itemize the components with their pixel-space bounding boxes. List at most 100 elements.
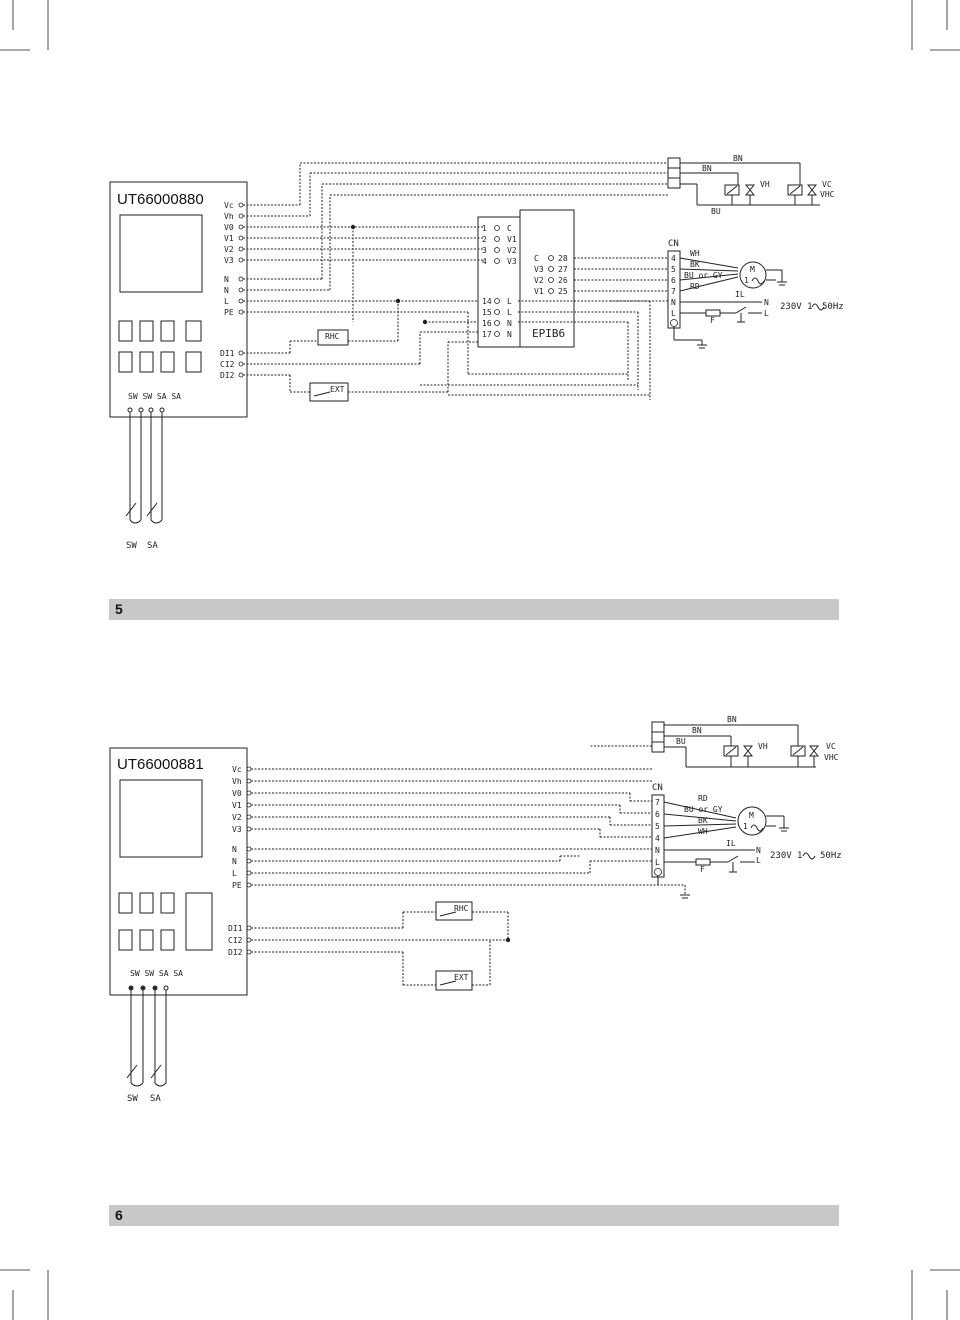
terminal-pe: PE (224, 308, 234, 317)
cn-pin-7: 7 (671, 287, 676, 296)
terminal-v0: V0 (224, 223, 234, 232)
board-label-l2: L (507, 308, 512, 317)
input-di2: DI2 (220, 371, 235, 380)
supply-label-2: 230V (770, 851, 792, 861)
terminal2-l: L (232, 869, 237, 878)
terminal-n2: N (224, 286, 229, 295)
freq-label: 50Hz (822, 302, 844, 312)
board-r-27: 27 (558, 265, 568, 274)
valve-header-block (667, 157, 820, 206)
terminal2-v0: V0 (232, 789, 242, 798)
board-label-c: C (507, 224, 512, 233)
motor2-m-label: M (749, 811, 754, 820)
board-r-28: 28 (558, 254, 568, 263)
bu2-label: BU (676, 737, 686, 746)
sensor-wires-2 (126, 985, 169, 1087)
board-label-n1: N (507, 319, 512, 328)
motor-ph-label: 1 (744, 276, 749, 285)
diagram-ut66000880: UT66000880 Vc Vh V0 V1 V2 V3 N N L PE DI… (109, 154, 844, 551)
terminal-v1: V1 (224, 234, 234, 243)
board-label-v1: V1 (507, 235, 517, 244)
l-label-2: L (756, 856, 761, 865)
wire2-wh: WH (698, 827, 708, 836)
terminal2-pe: PE (232, 881, 242, 890)
freq-label-2: 50Hz (820, 851, 842, 861)
n-label-2: N (756, 846, 761, 855)
bn-label-2: BN (702, 164, 712, 173)
valve-header-block-2 (651, 721, 820, 768)
board-pin-15: 15 (482, 308, 492, 317)
bn-label-1: BN (733, 154, 743, 163)
motor-ground (766, 269, 787, 286)
board-r-25: 25 (558, 287, 568, 296)
cn2-pin-l: L (655, 858, 660, 867)
diagram-ut66000881: UT66000881 Vc Vh V0 V1 V2 V3 N N L PE DI… (109, 715, 842, 1104)
wire-bu-gy: BU or GY (684, 271, 723, 280)
board-label-v2: V2 (507, 246, 517, 255)
terminal2-v3: V3 (232, 825, 242, 834)
terminal2-n1: N (232, 845, 237, 854)
terminal-l: L (224, 297, 229, 306)
terminal-v2: V2 (224, 245, 234, 254)
rhc-contact-2 (435, 901, 473, 921)
il-label-2: IL (726, 839, 736, 848)
board-pin-2: 2 (482, 235, 487, 244)
epib6-terminals: 1 2 3 4 14 15 16 17 C V1 V2 V3 L L N N C… (482, 224, 568, 340)
rhc-contact (317, 329, 349, 346)
terminal2-vh: Vh (232, 777, 242, 786)
board-r-c: C (534, 254, 539, 263)
sensor-header-2: SW SW SA SA (130, 969, 183, 978)
cn-pin-l: L (671, 309, 676, 318)
controller-buttons (118, 320, 202, 373)
cn-pin-4: 4 (671, 254, 676, 263)
wire2-bk: BK (698, 816, 708, 825)
junction-dots (350, 224, 428, 325)
board-pin-1: 1 (482, 224, 487, 233)
terminal2-n2: N (232, 857, 237, 866)
cn-label: CN (668, 239, 679, 249)
motor-m-label: M (750, 265, 755, 274)
input-ci2: CI2 (220, 360, 235, 369)
controller-terminals: Vc Vh V0 V1 V2 V3 N N L PE DI1 CI2 DI2 (220, 201, 244, 380)
board-r-26: 26 (558, 276, 568, 285)
controller-buttons-2 (118, 892, 213, 951)
controller-terminals-2: Vc Vh V0 V1 V2 V3 N N L PE DI1 CI2 DI2 (228, 765, 252, 957)
sensor-label-sa: SA (147, 541, 158, 551)
display-window-2 (119, 779, 203, 858)
terminal2-vc: Vc (232, 765, 242, 774)
il-label: IL (735, 290, 745, 299)
vh2-label: VH (758, 742, 768, 751)
motor-wiring-2 (657, 801, 755, 899)
page-bar-6 (109, 1205, 839, 1226)
board-label-v3: V3 (507, 257, 517, 266)
board-r-v2: V2 (534, 276, 544, 285)
controller-box-2 (109, 747, 248, 996)
ext-label: EXT (330, 385, 345, 394)
wire-rd: RD (690, 282, 700, 291)
wire-wh: WH (690, 249, 700, 258)
terminal2-v1: V1 (232, 801, 242, 810)
input2-di1: DI1 (228, 924, 243, 933)
input-di1: DI1 (220, 349, 235, 358)
ext-label-2: EXT (454, 973, 469, 982)
cn2-pin-7: 7 (655, 798, 660, 807)
f-label: F (710, 316, 715, 325)
board-name: EPIB6 (532, 327, 565, 340)
epib6-board (519, 209, 575, 348)
vhc2-label: VHC (824, 753, 839, 762)
rhc-label-2: RHC (454, 904, 469, 913)
input2-di2: DI2 (228, 948, 243, 957)
junction-dots-2 (129, 937, 511, 990)
cn-pins-2: 7 6 5 4 N L (654, 798, 662, 876)
cn-label-2: CN (652, 783, 663, 793)
field-wiring (243, 162, 668, 400)
motor-wiring (673, 257, 762, 349)
display-window (119, 214, 203, 293)
wire2-bu-gy: BU or GY (684, 805, 723, 814)
cn2-pin-n: N (655, 846, 660, 855)
model-label: UT66000880 (117, 191, 204, 208)
page-bar-5 (109, 599, 839, 620)
terminal2-v2: V2 (232, 813, 242, 822)
